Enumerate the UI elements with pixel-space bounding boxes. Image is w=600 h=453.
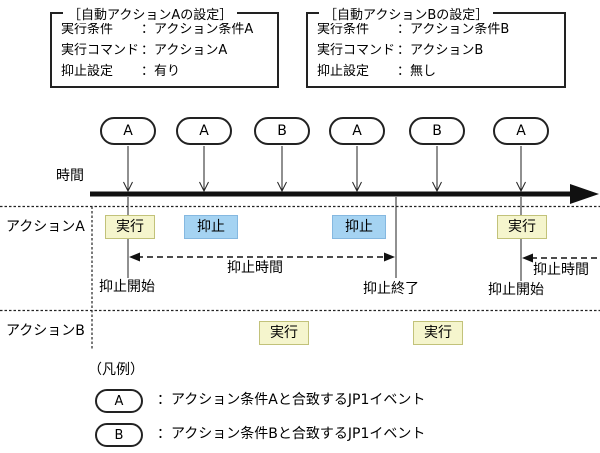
event-letter: A <box>199 123 209 139</box>
setting-row: 実行条件 ：アクション条件A <box>52 19 277 40</box>
event-letter: B <box>432 123 442 139</box>
suppression-time-arrow-1 <box>129 252 395 262</box>
lane-label-action-b: アクションB <box>6 323 85 339</box>
setting-box-action-a: ［自動アクションAの設定］ 実行条件 ：アクション条件A 実行コマンド ：アクシ… <box>50 4 279 88</box>
setting-label: 抑止設定 <box>61 64 114 79</box>
setting-box-a-title: ［自動アクションAの設定］ <box>63 4 238 23</box>
legend-symbol-b: B <box>95 423 143 447</box>
event-marker-a: A <box>100 117 156 145</box>
event-letter: A <box>516 123 526 139</box>
exec-mark: 実行 <box>413 321 463 345</box>
setting-label: 実行コマンド <box>61 43 140 58</box>
setting-value: ：有り <box>141 64 181 79</box>
event-marker-b: B <box>409 117 465 145</box>
event-letter: A <box>123 123 133 139</box>
setting-row: 抑止設定 ：無し <box>308 61 564 82</box>
suppress-end-label: 抑止終了 <box>363 281 419 297</box>
suppress-mark: 抑止 <box>184 215 238 239</box>
time-axis-arrow <box>90 184 599 204</box>
event-letter: B <box>277 123 287 139</box>
event-marker-a: A <box>176 117 232 145</box>
setting-row: 実行コマンド ：アクションA <box>52 40 277 61</box>
setting-label: 抑止設定 <box>317 64 370 79</box>
lane-label-action-a: アクションA <box>6 219 85 235</box>
legend-desc-b: ：アクション条件Bと合致するJP1イベント <box>157 426 426 442</box>
time-axis-label: 時間 <box>56 168 84 184</box>
suppress-start-label: 抑止開始 <box>99 279 155 295</box>
exec-mark: 実行 <box>259 321 309 345</box>
event-letter: A <box>352 123 362 139</box>
setting-label: 実行条件 <box>61 22 114 37</box>
setting-row: 実行コマンド ：アクションB <box>308 40 564 61</box>
legend-symbol-a: A <box>95 389 143 413</box>
suppress-start-label: 抑止開始 <box>488 282 544 298</box>
legend-symbol-letter: A <box>114 393 124 409</box>
event-marker-a: A <box>329 117 385 145</box>
exec-mark: 実行 <box>105 215 155 239</box>
legend-desc-a: ：アクション条件Aと合致するJP1イベント <box>157 392 426 408</box>
event-arrows <box>123 146 526 193</box>
setting-row: 実行条件 ：アクション条件B <box>308 19 564 40</box>
exec-mark: 実行 <box>497 215 547 239</box>
legend-title: （凡例） <box>88 362 144 378</box>
suppression-boundary-lines <box>127 197 522 281</box>
event-marker-a: A <box>493 117 549 145</box>
setting-value: ：アクション条件B <box>397 22 510 37</box>
suppression-time-arrow-2 <box>522 253 598 263</box>
setting-row: 抑止設定 ：有り <box>52 61 277 82</box>
setting-label: 実行条件 <box>317 22 370 37</box>
setting-label: 実行コマンド <box>317 43 396 58</box>
event-marker-b: B <box>254 117 310 145</box>
legend-symbol-letter: B <box>114 427 124 443</box>
setting-value: ：アクション条件A <box>141 22 254 37</box>
setting-box-action-b: ［自動アクションBの設定］ 実行条件 ：アクション条件B 実行コマンド ：アクシ… <box>306 4 566 88</box>
setting-value: ：無し <box>397 64 437 79</box>
suppress-mark: 抑止 <box>332 215 386 239</box>
suppress-time-label: 抑止時間 <box>227 260 283 276</box>
setting-value: ：アクションB <box>397 43 484 58</box>
setting-box-b-title: ［自動アクションBの設定］ <box>319 4 494 23</box>
setting-value: ：アクションA <box>141 43 228 58</box>
suppress-time-label: 抑止時間 <box>533 262 589 278</box>
